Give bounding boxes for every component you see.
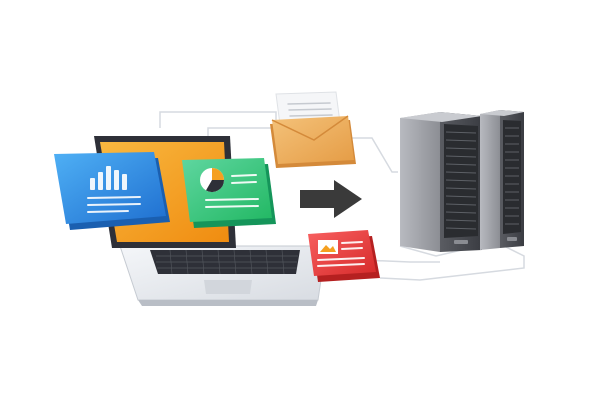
pie-chart-card-icon <box>182 158 276 228</box>
touchpad <box>204 280 252 294</box>
server-rack-left <box>400 112 482 252</box>
image-card-icon <box>308 230 380 282</box>
pie-chart-icon <box>200 168 224 193</box>
arrow-right-icon <box>300 180 362 218</box>
server-rack-icon <box>399 110 524 257</box>
bar-chart-card-icon <box>54 152 170 230</box>
server-rack-right <box>480 110 524 250</box>
keyboard <box>150 249 300 275</box>
envelope-icon <box>270 91 356 168</box>
